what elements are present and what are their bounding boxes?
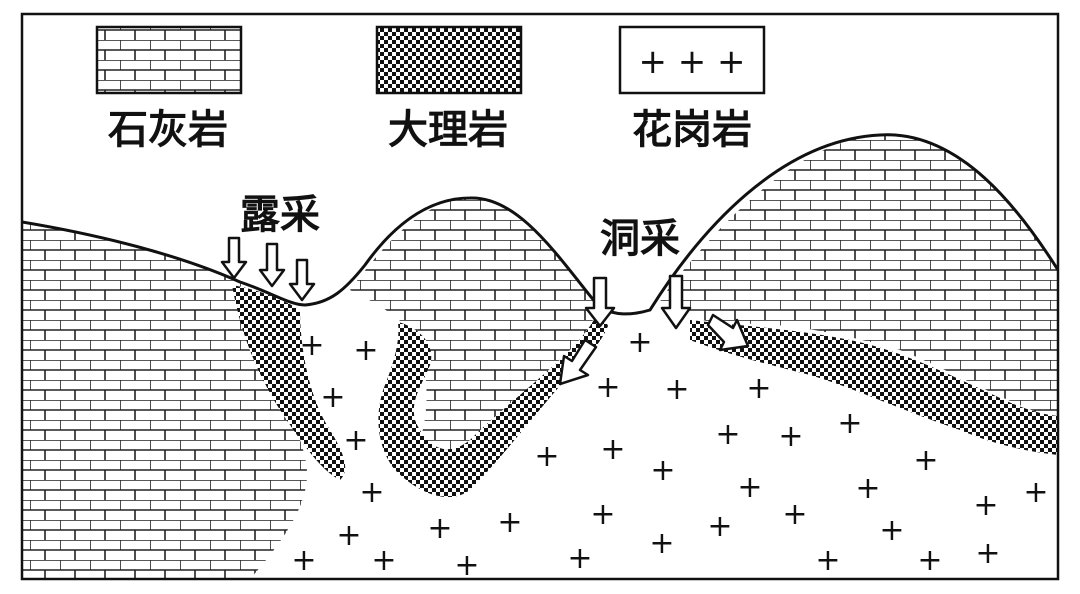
marble-right-band — [690, 320, 1058, 455]
legend-limestone-label: 石灰岩 — [108, 106, 228, 153]
granite-plus: + — [837, 406, 862, 441]
down-arrow-icon — [584, 276, 616, 328]
granite-markers: + + + + + + + + + + + + + + + + + + + + … — [291, 325, 1048, 583]
granite-plus: + — [715, 417, 740, 452]
granite-plus: + — [343, 423, 368, 458]
legend-marble-label: 大理岩 — [388, 106, 508, 153]
granite-plus: + — [913, 443, 938, 478]
granite-plus: + — [746, 371, 771, 406]
limestone-right-mountain — [660, 134, 1058, 420]
granite-plus: + — [1023, 475, 1048, 510]
legend: + + + 石灰岩 大理岩 花岗岩 — [95, 25, 766, 153]
granite-plus: + — [627, 325, 652, 360]
marble-left-band — [232, 285, 346, 480]
granite-plus: + — [359, 475, 384, 510]
legend-limestone-swatch — [95, 25, 243, 95]
granite-plus: + — [590, 497, 615, 532]
legend-granite-swatch — [618, 25, 766, 95]
underground-arrows — [558, 274, 750, 386]
marble-middle-band — [378, 308, 608, 498]
granite-plus: + — [595, 370, 620, 405]
limestone-left-body — [22, 222, 308, 579]
down-arrow-icon — [660, 274, 692, 330]
granite-plus: + — [707, 509, 732, 544]
granite-plus: + — [299, 328, 324, 363]
diagram-frame — [20, 12, 1060, 581]
granite-plus: + — [879, 513, 904, 548]
down-arrow-icon — [258, 242, 286, 288]
diagonal-arrow-icon — [706, 313, 750, 352]
down-arrow-icon — [288, 258, 316, 302]
granite-plus: + — [664, 372, 689, 407]
granite-plus: + — [600, 432, 625, 467]
legend-granite-label: 花岗岩 — [632, 106, 752, 153]
granite-plus: + — [320, 380, 345, 415]
down-arrow-icon — [220, 236, 248, 280]
granite-plus: + — [815, 543, 840, 578]
granite-plus: + — [778, 419, 803, 454]
granite-plus: + — [917, 543, 942, 578]
granite-plus: + — [973, 488, 998, 523]
granite-plus: + — [497, 505, 522, 540]
granite-plus: + — [336, 518, 361, 553]
underground-mining-label: 洞采 — [600, 215, 680, 262]
granite-plus: + — [534, 439, 559, 474]
ground-surface-line — [22, 133, 1058, 316]
granite-plus: + — [353, 333, 378, 368]
granite-plus: + — [291, 543, 316, 578]
granite-plus: + — [454, 548, 479, 583]
granite-plus: + — [737, 470, 762, 505]
granite-plus: + — [649, 526, 674, 561]
granite-plus: + — [782, 497, 807, 532]
granite-plus: + — [427, 511, 452, 546]
legend-marble-swatch — [375, 25, 523, 95]
open-pit-arrows — [220, 236, 316, 302]
diagonal-arrow-icon — [558, 338, 598, 386]
granite-plus: + — [855, 471, 880, 506]
open-pit-mining-label: 露采 — [240, 191, 320, 238]
granite-plus: + — [650, 453, 675, 488]
granite-plus: + — [567, 541, 592, 576]
granite-plus: + — [975, 536, 1000, 571]
granite-plus: + — [371, 543, 396, 578]
legend-granite-symbol: + + + — [638, 42, 745, 82]
